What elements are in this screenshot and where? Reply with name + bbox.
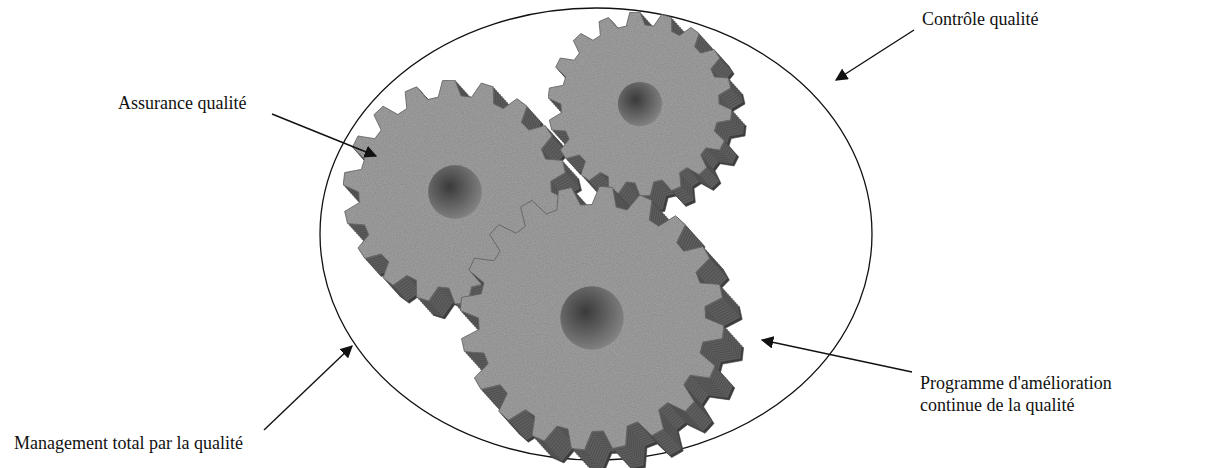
callout-label: Management total par la qualité — [14, 432, 243, 454]
gear-face — [548, 12, 732, 196]
leader-lines — [264, 30, 914, 430]
gear — [548, 12, 746, 212]
callout-label: Contrôle qualité — [922, 8, 1038, 30]
tqm-ellipse — [320, 8, 872, 460]
leader-line — [264, 346, 352, 430]
callout-label: Assurance qualité — [118, 92, 246, 114]
gear-hole — [560, 286, 623, 349]
gear-hole — [618, 82, 662, 126]
leader-line — [836, 30, 914, 80]
leader-line — [272, 114, 376, 156]
gears — [343, 12, 746, 468]
leader-line — [762, 340, 912, 372]
gear-hole — [428, 165, 482, 219]
callout-label: Programme d'amélioration continue de la … — [920, 372, 1125, 416]
gear-face — [460, 186, 724, 450]
gear — [460, 186, 743, 468]
